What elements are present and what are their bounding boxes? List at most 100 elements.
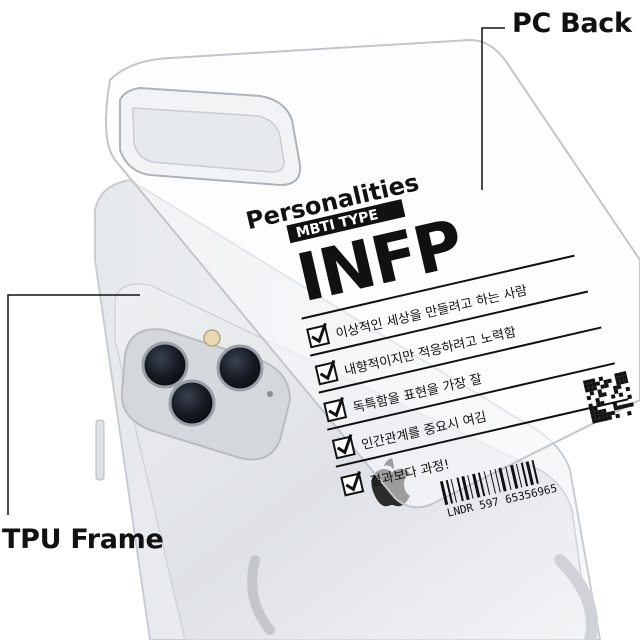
qr-module	[597, 409, 603, 415]
camera-lens-right	[216, 344, 264, 392]
qr-module	[625, 403, 630, 408]
barcode-bar	[520, 462, 529, 487]
qr-module	[610, 410, 616, 416]
barcode-bar	[467, 475, 474, 499]
qr-module	[615, 413, 621, 419]
qr-module	[583, 383, 589, 389]
qr-module	[586, 379, 592, 384]
side-button	[95, 419, 105, 481]
camera-mic	[267, 391, 273, 397]
qr-module	[582, 380, 588, 385]
checkbox-icon	[306, 324, 331, 349]
barcode-bar	[498, 467, 507, 492]
qr-module	[598, 376, 604, 382]
qr-module	[612, 385, 618, 391]
qr-module	[590, 415, 596, 420]
qr-module	[623, 378, 629, 384]
barcode-bar	[525, 461, 534, 486]
qr-module	[589, 390, 595, 396]
qr-module	[591, 419, 597, 424]
qr-module	[594, 414, 600, 420]
qr-module	[588, 386, 594, 392]
qr-module	[615, 380, 621, 386]
qr-module	[607, 415, 613, 421]
qr-code-icon	[582, 371, 634, 424]
qr-module	[590, 378, 596, 384]
qr-module	[606, 411, 612, 417]
qr-module	[622, 374, 628, 380]
print-subtitle-bar	[286, 199, 406, 244]
camera-flash	[203, 329, 221, 347]
qr-module	[617, 404, 623, 410]
qr-module	[603, 416, 609, 422]
qr-module	[599, 400, 605, 406]
pc-back-panel	[105, 38, 640, 509]
tpu-corner-bumper	[554, 554, 598, 640]
qr-module	[621, 371, 627, 376]
qr-module	[625, 386, 631, 392]
qr-module	[598, 413, 604, 419]
qr-module	[596, 401, 601, 407]
tpu-frame-leader-line	[7, 294, 140, 515]
checkbox-icon	[331, 435, 356, 460]
camera-lens-top	[141, 341, 189, 389]
qr-module	[593, 410, 599, 416]
barcode-bar	[445, 479, 454, 504]
pc-back-camera-ring	[132, 107, 285, 173]
qr-module	[587, 383, 593, 388]
barcode-bar	[505, 466, 512, 490]
qr-module	[600, 384, 606, 390]
qr-module	[590, 411, 595, 417]
qr-module	[621, 404, 627, 409]
qr-module	[614, 376, 620, 382]
barcode-bar	[461, 476, 470, 501]
qr-module	[597, 389, 603, 394]
qr-module	[612, 401, 618, 407]
qr-module	[627, 394, 633, 400]
qr-module	[613, 405, 619, 411]
checkbox-icon	[340, 472, 365, 497]
barcode-bar	[531, 460, 539, 484]
qr-module	[595, 397, 600, 403]
barcode-icon	[439, 460, 539, 506]
qr-module	[591, 382, 597, 387]
qr-module	[613, 389, 619, 395]
qr-module	[589, 407, 594, 413]
qr-module	[619, 379, 625, 385]
qr-module	[595, 381, 601, 387]
qr-module	[610, 394, 616, 399]
qr-module	[604, 383, 609, 389]
qr-module	[588, 403, 594, 409]
qr-module	[586, 395, 592, 401]
qr-module	[595, 418, 601, 423]
qr-module	[592, 386, 598, 391]
qr-module	[584, 387, 590, 393]
barcode-bar	[472, 473, 481, 498]
qr-module	[599, 417, 605, 423]
pc-back-label: PC Back	[512, 8, 632, 39]
camera-lens-bottom	[168, 379, 216, 427]
qr-module	[614, 372, 619, 378]
qr-module	[618, 375, 624, 381]
barcode-bar	[494, 468, 501, 493]
qr-module	[593, 406, 598, 412]
checkbox-icon	[323, 398, 348, 423]
barcode-bar	[483, 471, 491, 495]
barcode-bar	[515, 463, 523, 488]
barcode-bar	[456, 477, 464, 502]
qr-module	[602, 392, 607, 397]
qr-module	[607, 378, 612, 384]
qr-module	[598, 392, 603, 398]
qr-module	[626, 410, 632, 416]
barcode-bar	[439, 481, 449, 506]
barcode-bar	[450, 478, 457, 503]
qr-module	[603, 379, 609, 385]
qr-module	[616, 384, 622, 390]
tpu-frame-cutout	[247, 555, 275, 635]
qr-module	[602, 412, 608, 418]
barcode-bar	[477, 472, 486, 497]
qr-module	[601, 408, 607, 414]
pc-back-leader-line	[481, 27, 505, 190]
qr-module	[629, 402, 634, 408]
